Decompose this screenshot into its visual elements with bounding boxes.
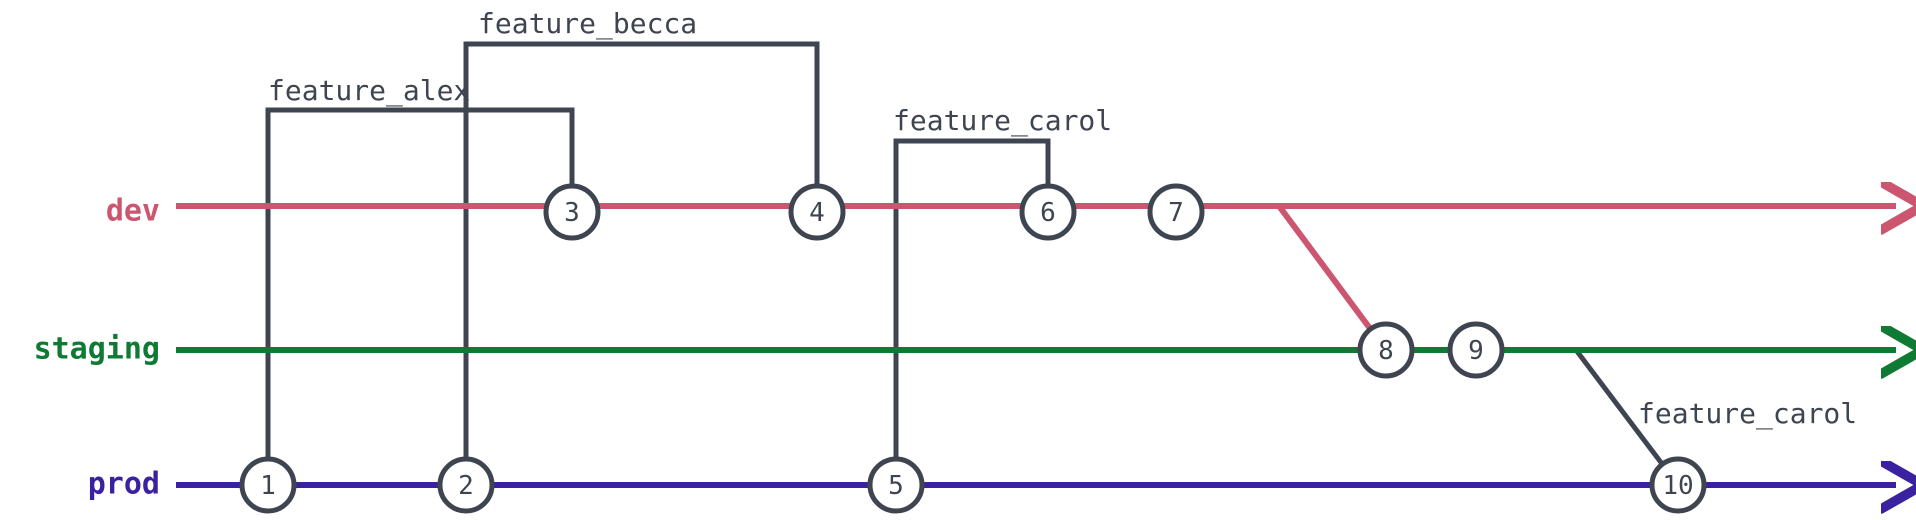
commit-node-8[interactable]: 8 <box>1357 321 1415 379</box>
feature-branch-feature_becca[interactable]: feature_becca <box>463 7 820 485</box>
commit-circle <box>543 183 601 241</box>
commit-node-5[interactable]: 5 <box>867 456 925 514</box>
commit-number: 3 <box>564 198 580 228</box>
branch-label-dev: dev <box>106 194 160 229</box>
feature-branch-feature_carol[interactable]: feature_carol <box>893 104 1112 485</box>
commit-number: 8 <box>1378 336 1394 366</box>
commit-node-1[interactable]: 1 <box>239 456 297 514</box>
commit-node-4[interactable]: 4 <box>788 183 846 241</box>
feature-branch-feature_carol-merge[interactable]: feature_carol <box>1574 348 1857 487</box>
commit-number: 2 <box>458 471 474 501</box>
commit-node-10[interactable]: 10 <box>1649 456 1707 514</box>
commit-circle <box>239 456 297 514</box>
commit-circle <box>788 183 846 241</box>
commit-number: 9 <box>1468 336 1484 366</box>
commit-number: 6 <box>1040 198 1056 228</box>
commit-number: 1 <box>260 471 276 501</box>
commit-circle <box>1147 183 1205 241</box>
commit-node-6[interactable]: 6 <box>1019 183 1077 241</box>
branch-lane-prod[interactable]: prod <box>88 467 1896 502</box>
commit-circle <box>1019 183 1077 241</box>
commit-circle <box>437 456 495 514</box>
commit-number: 5 <box>888 471 904 501</box>
branch-label-staging: staging <box>34 332 160 367</box>
feature_becca-label: feature_becca <box>478 7 697 41</box>
commit-number: 7 <box>1168 198 1184 228</box>
branch-label-prod: prod <box>88 467 160 502</box>
commit-number: 10 <box>1662 471 1693 501</box>
merge-edge-dev-to-staging <box>1276 204 1389 352</box>
feature_carol-label: feature_carol <box>893 104 1112 138</box>
commit-node-2[interactable]: 2 <box>437 456 495 514</box>
commit-circle <box>1357 321 1415 379</box>
merge-layer <box>1276 204 1389 352</box>
commit-node-layer: 1 2 3 4 5 6 <box>239 183 1707 514</box>
branch-lane-staging[interactable]: staging <box>34 332 1896 367</box>
branch-lane-dev[interactable]: dev <box>106 194 1896 229</box>
commit-circle <box>1649 456 1707 514</box>
feature_carol-merge-label: feature_carol <box>1638 397 1857 431</box>
feature_becca-bracket <box>463 41 820 485</box>
commit-circle <box>867 456 925 514</box>
feature-branch-feature_alex[interactable]: feature_alex <box>265 74 575 485</box>
feature-branch-layer: feature_alex feature_becca feature_carol… <box>265 7 1857 487</box>
commit-node-3[interactable]: 3 <box>543 183 601 241</box>
feature_alex-label: feature_alex <box>268 74 470 108</box>
feature_alex-bracket <box>265 107 575 485</box>
commit-circle <box>1447 321 1505 379</box>
commit-node-9[interactable]: 9 <box>1447 321 1505 379</box>
feature_carol-bracket <box>893 138 1051 485</box>
commit-node-7[interactable]: 7 <box>1147 183 1205 241</box>
commit-number: 4 <box>809 198 825 228</box>
